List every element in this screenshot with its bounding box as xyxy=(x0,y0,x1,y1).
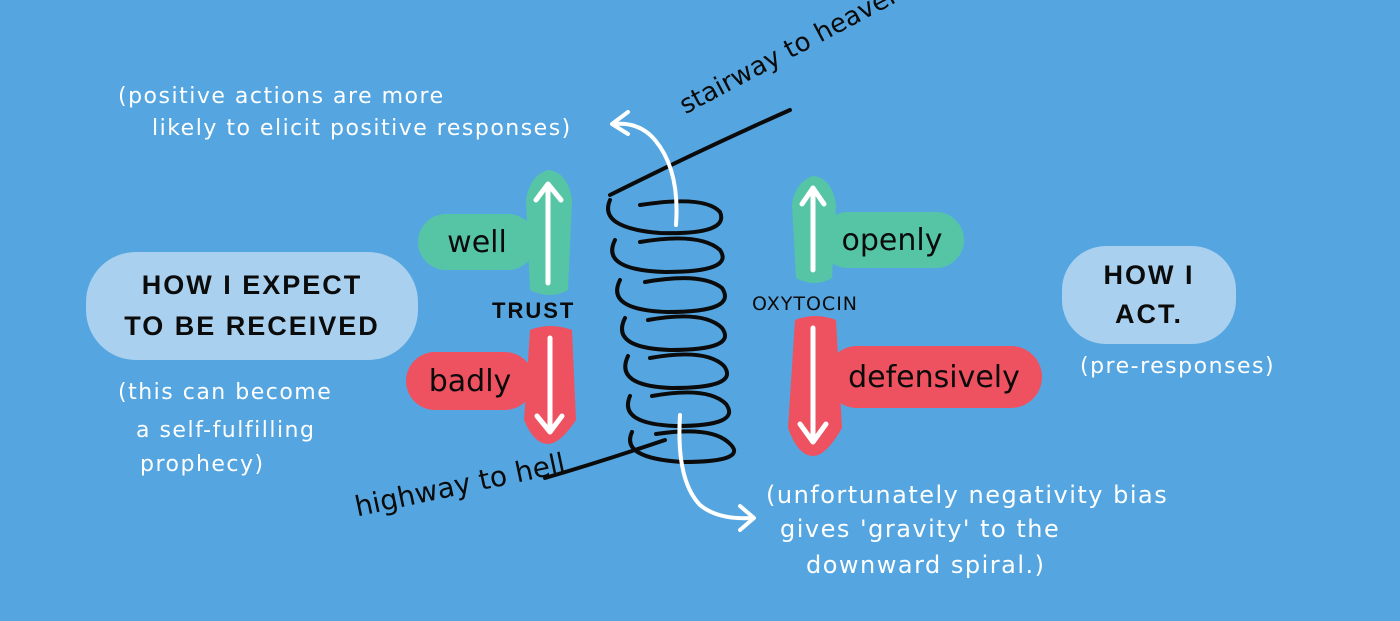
trust-down-arrow xyxy=(524,326,576,444)
oxytocin-label: OXYTOCIN xyxy=(752,293,859,315)
expect-label-line1: HOW I EXPECT xyxy=(141,270,363,300)
oxytocin-down-arrow xyxy=(788,316,842,456)
act-label-line2: ACT. xyxy=(1115,299,1183,329)
downward-curve-arrow xyxy=(677,413,754,521)
openly-bubble: openly xyxy=(820,212,964,268)
expect-label-line2: TO BE RECEIVED xyxy=(124,311,380,341)
upward-curve-arrow xyxy=(613,121,679,227)
badly-label: badly xyxy=(428,363,512,399)
defensively-bubble: defensively xyxy=(826,346,1042,408)
act-label-line1: HOW I xyxy=(1103,260,1195,290)
trust-label: TRUST xyxy=(492,298,576,323)
well-bubble: well xyxy=(418,214,536,270)
bottom-note-line3: downward spiral.) xyxy=(806,551,1046,579)
left-note-line1: (this can become xyxy=(118,380,333,405)
spiral xyxy=(606,198,736,465)
stairway-line xyxy=(608,108,792,197)
right-note: (pre-responses) xyxy=(1080,354,1276,379)
top-note-line2: likely to elicit positive responses) xyxy=(152,116,572,141)
bottom-note-line1: (unfortunately negativity bias xyxy=(766,481,1169,509)
act-bubble: HOW I ACT. xyxy=(1062,246,1236,344)
left-note-line3: prophecy) xyxy=(140,452,265,477)
badly-bubble: badly xyxy=(406,352,534,410)
top-note-line1: (positive actions are more xyxy=(118,84,445,109)
highway-line xyxy=(543,438,667,480)
openly-label: openly xyxy=(841,222,943,258)
left-note-line2: a self-fulfilling xyxy=(136,418,316,443)
bottom-note-line2: gives 'gravity' to the xyxy=(780,515,1061,543)
defensively-label: defensively xyxy=(848,359,1020,395)
trust-up-arrow xyxy=(526,170,572,295)
expect-bubble: HOW I EXPECT TO BE RECEIVED xyxy=(86,252,418,360)
well-label: well xyxy=(447,224,507,260)
